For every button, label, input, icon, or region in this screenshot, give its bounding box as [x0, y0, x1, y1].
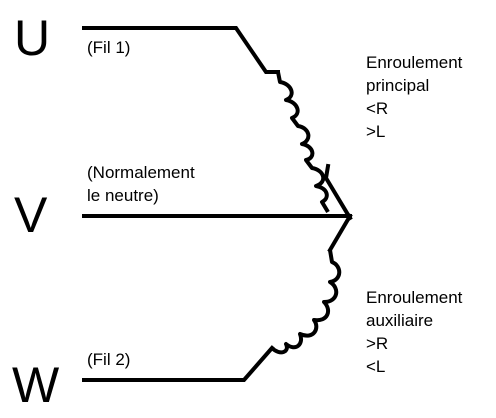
winding-principal-resistance: <R [366, 99, 388, 118]
winding-principal-title: Enroulement [366, 53, 463, 72]
winding-principal-name: principal [366, 76, 429, 95]
terminal-w: W [12, 357, 60, 413]
winding-auxiliaire-inductance: <L [366, 357, 385, 376]
winding-auxiliaire-name: auxiliaire [366, 311, 433, 330]
winding-principal-inductance: >L [366, 122, 385, 141]
wire-label-neutral-line2: le neutre) [87, 186, 159, 205]
wire-w [82, 345, 275, 382]
wire-label-fil1: (Fil 1) [87, 38, 130, 57]
terminal-v: V [14, 187, 48, 243]
wire-label-neutral-line1: (Normalement [87, 163, 195, 182]
aux-winding-coil [270, 249, 342, 355]
main-winding-coil [276, 71, 330, 214]
winding-auxiliaire-resistance: >R [366, 334, 388, 353]
winding-auxiliaire-title: Enroulement [366, 288, 463, 307]
aux-winding-lead [327, 213, 353, 253]
wire-u [82, 26, 280, 74]
main-winding-lead [323, 163, 353, 221]
terminal-u: U [14, 10, 50, 66]
wire-label-fil2: (Fil 2) [87, 350, 130, 369]
